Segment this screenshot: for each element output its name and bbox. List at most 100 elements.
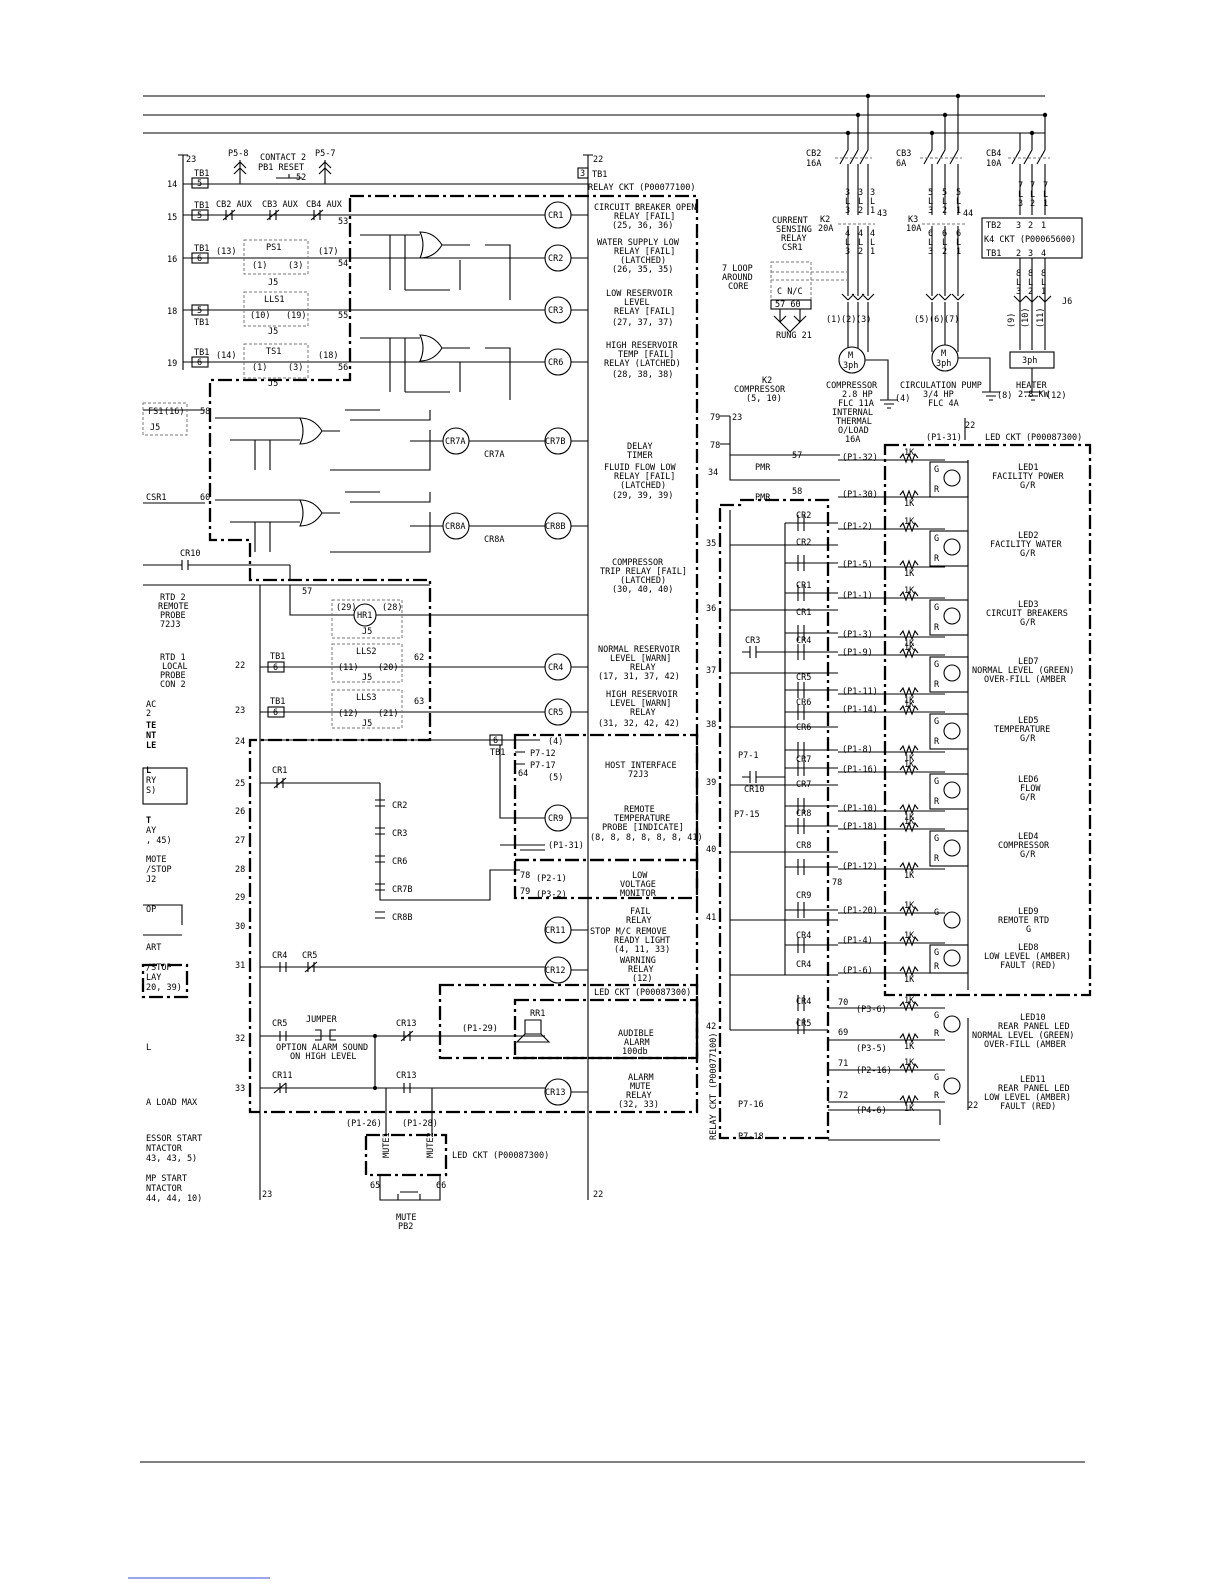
loop-label-2: AROUND (722, 273, 753, 283)
cr13-no-contact: CR13 (396, 1071, 416, 1081)
svg-text:53: 53 (338, 217, 348, 227)
svg-text:6: 6 (956, 229, 961, 239)
svg-text:LOW LEVEL (AMBER): LOW LEVEL (AMBER) (984, 1093, 1071, 1103)
svg-text:58: 58 (200, 407, 210, 417)
svg-text:L: L (928, 238, 933, 248)
svg-text:57: 57 (792, 451, 802, 461)
tb1-k4-label: TB1 (986, 249, 1001, 259)
svg-text:22: 22 (965, 421, 975, 431)
svg-text:65: 65 (370, 1181, 380, 1191)
svg-text:1K: 1K (904, 696, 915, 706)
cb4-aux: CB4 AUX (306, 200, 343, 210)
svg-text:R: R (934, 623, 940, 633)
svg-text:A LOAD MAX: A LOAD MAX (146, 1098, 198, 1108)
svg-text:LEVEL [WARN]: LEVEL [WARN] (610, 699, 671, 709)
svg-text:3: 3 (580, 169, 585, 179)
svg-text:NORMAL LEVEL (GREEN): NORMAL LEVEL (GREEN) (972, 1031, 1074, 1041)
mute-pb-2: PB2 (398, 1222, 413, 1232)
svg-text:J5: J5 (268, 379, 278, 389)
svg-text:22: 22 (968, 1101, 978, 1111)
svg-text:1K: 1K (904, 586, 915, 596)
rung-16: 16 (167, 255, 177, 265)
svg-text:RELAY: RELAY (626, 916, 652, 926)
svg-text:(16): (16) (164, 407, 184, 417)
svg-text:CR7B: CR7B (392, 885, 412, 895)
jumper-label: JUMPER (306, 1015, 338, 1025)
svg-text:41: 41 (706, 913, 716, 923)
svg-text:(P2-16): (P2-16) (856, 1066, 892, 1076)
contact-2-label: CONTACT 2 (260, 153, 306, 163)
hr1-label: HR1 (357, 611, 372, 621)
svg-text:4: 4 (1041, 249, 1046, 259)
host-pin-p7-12: P7-12 (530, 749, 556, 759)
ts1-label: TS1 (266, 347, 281, 357)
svg-text:2: 2 (858, 247, 863, 257)
svg-text:(P1-2): (P1-2) (842, 522, 873, 532)
svg-text:LOW RESERVOIR: LOW RESERVOIR (606, 289, 673, 299)
svg-text:L: L (858, 238, 863, 248)
svg-text:(6): (6) (929, 315, 944, 325)
svg-text:REMOTE: REMOTE (624, 805, 655, 815)
svg-text:34: 34 (708, 468, 718, 478)
svg-text:TIMER: TIMER (627, 451, 653, 461)
svg-text:36: 36 (706, 604, 716, 614)
svg-text:1K: 1K (904, 931, 915, 941)
svg-text:LOW: LOW (632, 871, 648, 881)
svg-text:ART: ART (146, 943, 161, 953)
svg-text:(29): (29) (336, 603, 356, 613)
svg-text:1K: 1K (904, 760, 915, 770)
svg-text:(P1-12): (P1-12) (842, 862, 878, 872)
svg-text:MUTE: MUTE (630, 1082, 650, 1092)
svg-text:R: R (934, 737, 940, 747)
svg-text:1K: 1K (904, 996, 915, 1006)
rtd1-label-2: LOCAL (162, 662, 188, 672)
svg-text:(26, 35, 35): (26, 35, 35) (612, 265, 673, 275)
svg-text:78: 78 (520, 871, 530, 881)
rtd1-label-3: PROBE (160, 671, 186, 681)
svg-text:1: 1 (870, 247, 875, 257)
svg-text:(13): (13) (216, 247, 236, 257)
svg-text:R: R (934, 485, 940, 495)
loads: (1)(2)(3) (5)(6)(7) M 3ph M 3ph (4) (8) … (826, 217, 1083, 445)
svg-text:(LATCHED): (LATCHED) (620, 576, 666, 586)
svg-text:CR1: CR1 (796, 608, 811, 618)
relay-descriptions: CIRCUIT BREAKER OPEN RELAY [FAIL] (25, 3… (590, 203, 703, 1110)
svg-text:(P4-6): (P4-6) (856, 1106, 887, 1116)
svg-text:ALARM: ALARM (624, 1038, 650, 1048)
svg-text:WATER SUPPLY LOW: WATER SUPPLY LOW (597, 238, 680, 248)
svg-text:CR7: CR7 (796, 780, 811, 790)
mute1-label: MUTE1 (382, 1132, 392, 1158)
rung-26: 26 (235, 807, 245, 817)
led4-id: LED4 (1018, 832, 1038, 842)
svg-text:3: 3 (928, 206, 933, 216)
svg-text:(LATCHED): (LATCHED) (620, 481, 666, 491)
svg-text:1K: 1K (904, 1058, 915, 1068)
svg-text:(P1-10): (P1-10) (842, 804, 878, 814)
p5-8-label: P5-8 (228, 149, 248, 159)
cr10-right: CR10 (744, 785, 764, 795)
svg-text:NTACTOR: NTACTOR (146, 1184, 183, 1194)
rtd1-label-4: CON 2 (160, 680, 186, 690)
svg-text:L: L (1018, 190, 1023, 200)
svg-text:(P1-9): (P1-9) (842, 648, 873, 658)
rr1-label: RR1 (530, 1009, 545, 1019)
svg-text:5: 5 (942, 188, 947, 198)
svg-text:G: G (934, 908, 939, 918)
heater-label-2: 2.8 KW (1018, 390, 1050, 400)
svg-text:TB1: TB1 (490, 748, 505, 758)
cr7a-contact: CR7A (484, 450, 504, 460)
svg-text:1K: 1K (904, 517, 915, 527)
led2-id: LED2 (1018, 531, 1038, 541)
csr-contact: C N/C (777, 287, 803, 297)
cr3-coil: CR3 (548, 306, 563, 316)
k4-ckt-label: K4 CKT (P00065600) (984, 235, 1076, 245)
cb3-label: CB3 (896, 149, 911, 159)
current-sensing-relay: CURRENT SENSING RELAY CSR1 7 LOOP AROUND… (722, 216, 848, 341)
compressor-label-3: FLC 11A (838, 399, 874, 409)
rung-14: 14 (167, 180, 177, 190)
svg-text:1K: 1K (904, 871, 915, 881)
loop-label-3: CORE (728, 282, 748, 292)
rail-23-top: 23 (186, 155, 196, 165)
svg-text:L: L (956, 238, 961, 248)
pump-label-2: 3/4 HP (923, 390, 954, 400)
